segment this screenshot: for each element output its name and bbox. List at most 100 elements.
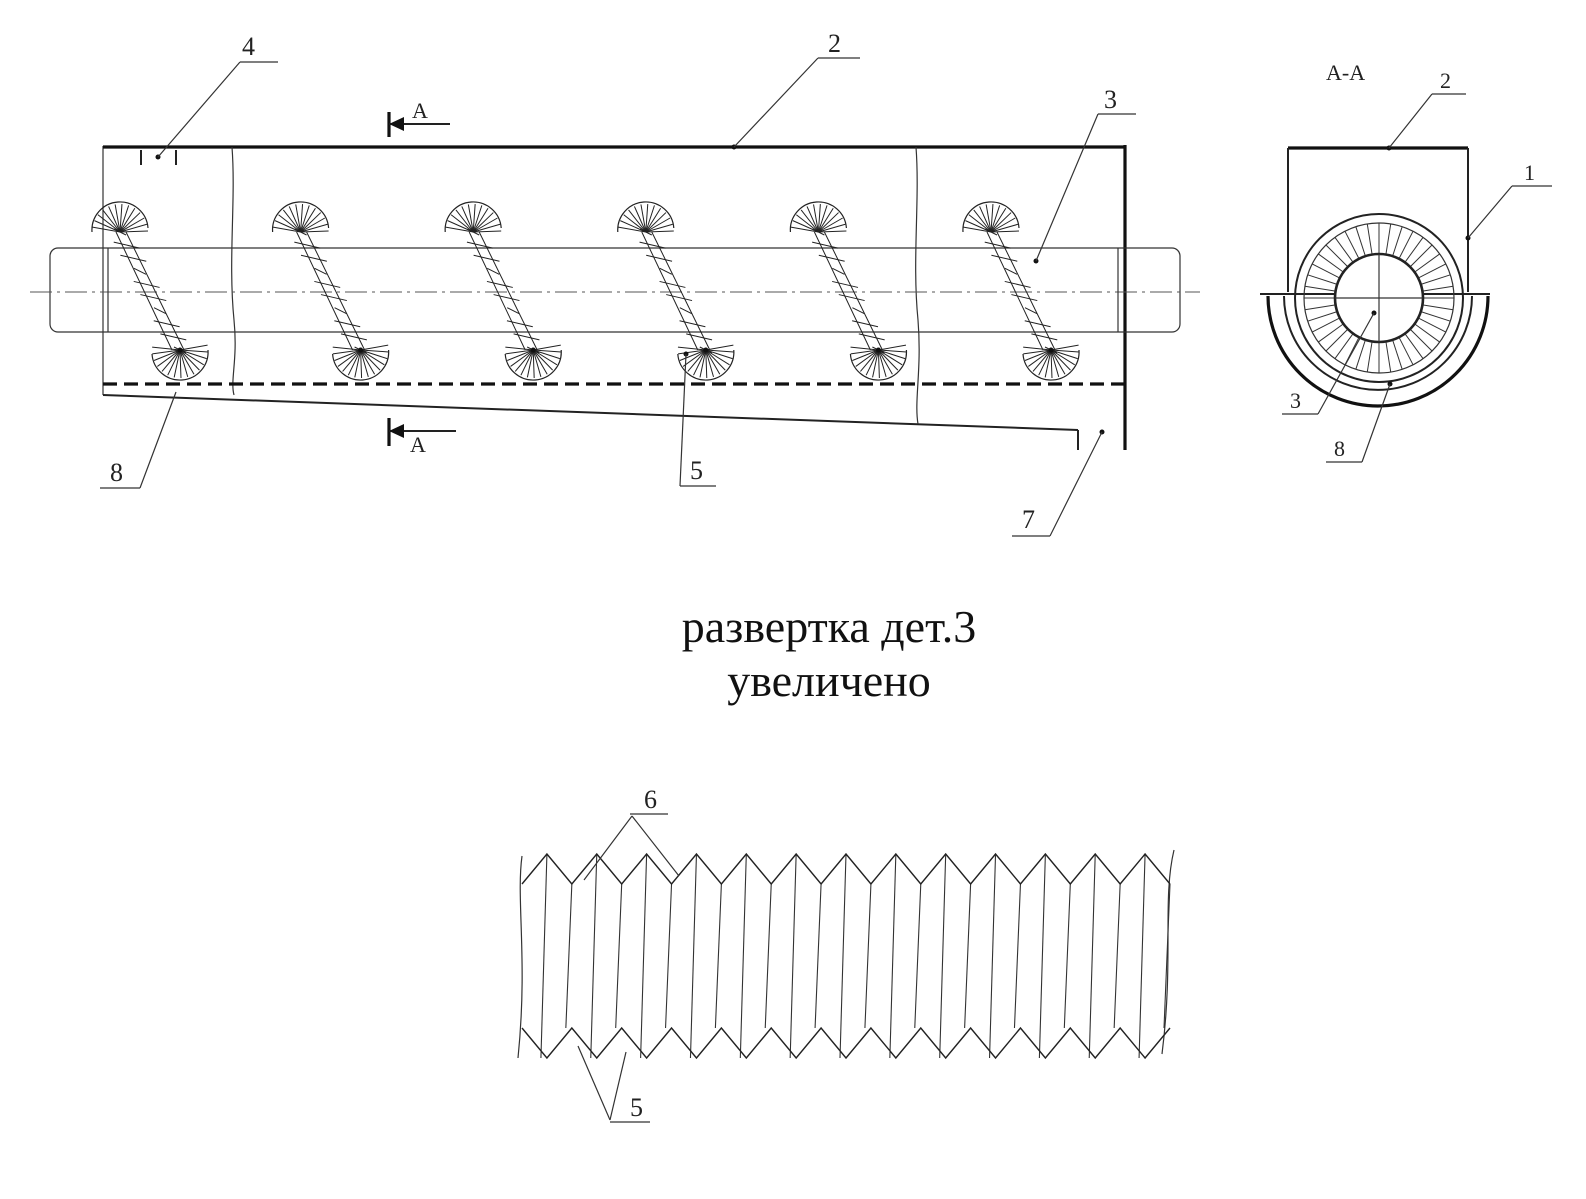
disc-spoke [1311, 317, 1341, 333]
fold-line [864, 883, 872, 1029]
disc-spoke [1414, 323, 1440, 343]
section-label-3: 3 [1290, 388, 1301, 413]
disc-spoke [1414, 253, 1440, 273]
disc-spoke [1420, 311, 1451, 322]
disc-spoke [1311, 263, 1341, 279]
label-2: 2 [828, 29, 841, 58]
leader-7: 7 [1012, 429, 1105, 537]
development-top-zigzag [521, 852, 1171, 886]
screw-disc-outer [1294, 213, 1464, 383]
screw-flight [617, 201, 735, 381]
caption-line-1: развертка дет.3 [682, 601, 977, 652]
fold-line [590, 853, 598, 1059]
disc-spoke [1392, 339, 1403, 370]
fold-line [1113, 883, 1121, 1029]
disc-spoke [1325, 328, 1349, 352]
fold-line [565, 883, 573, 1029]
disc-spoke [1307, 311, 1338, 322]
section-mark-a-top: A [412, 98, 428, 123]
disc-spoke [1404, 237, 1424, 263]
section-title: A-A [1326, 60, 1365, 85]
fold-line [964, 883, 972, 1029]
trough-outer [1266, 295, 1490, 408]
disc-spoke [1318, 323, 1344, 343]
dev-label-5: 5 [630, 1093, 643, 1122]
leader-8-main: 8 [100, 391, 177, 489]
section-leader-1: 1 [1465, 160, 1552, 241]
dev-label-6: 6 [644, 785, 657, 814]
section-marker-top: A [387, 98, 450, 137]
disc-spoke [1398, 336, 1414, 366]
section-leader-8: 8 [1326, 381, 1393, 463]
main-view: A A 2 4 3 8 [30, 29, 1200, 537]
disc-spoke [1366, 341, 1373, 373]
fold-line [939, 853, 947, 1059]
label-8-main: 8 [110, 458, 123, 487]
disc-spoke [1417, 317, 1447, 333]
disc-spoke [1392, 226, 1403, 257]
section-leader-3: 3 [1282, 310, 1377, 415]
disc-spoke [1420, 274, 1451, 285]
disc-spoke [1344, 230, 1360, 260]
leader-3: 3 [1033, 85, 1136, 264]
label-5-main: 5 [690, 456, 703, 485]
break-line-right [915, 146, 920, 425]
housing-sloped-bottom [102, 394, 1079, 431]
fold-line [814, 883, 822, 1029]
disc-spoke [1355, 339, 1366, 370]
disc-spoke [1334, 333, 1354, 359]
fold-line [1088, 853, 1096, 1059]
section-mark-a-bottom: A [410, 432, 426, 457]
screw-flight [91, 201, 209, 381]
fold-line [1138, 853, 1146, 1059]
fold-line [1063, 883, 1071, 1029]
fold-line [664, 883, 673, 1029]
disc-spoke [1417, 263, 1447, 279]
section-a-a: A-A 2 1 3 [1260, 60, 1552, 463]
label-7: 7 [1022, 505, 1035, 534]
development-view: 6 5 [517, 785, 1175, 1123]
disc-spoke [1355, 226, 1366, 257]
screw-flight [789, 201, 908, 381]
development-left-edge [517, 855, 523, 1059]
section-label-1: 1 [1524, 160, 1535, 185]
disc-spoke [1385, 223, 1392, 255]
screw-flight [444, 201, 562, 381]
development-bottom-zigzag [521, 1026, 1171, 1060]
fold-line [1013, 883, 1022, 1029]
disc-spoke [1398, 230, 1414, 260]
screw-flights [91, 201, 1080, 381]
fold-line [615, 883, 623, 1029]
fold-line [889, 853, 897, 1059]
section-label-8: 8 [1334, 436, 1345, 461]
disc-spoke [1366, 223, 1373, 255]
leader-4: 4 [157, 32, 278, 158]
development-zigzag [521, 852, 1171, 1060]
fold-line [540, 853, 548, 1059]
shaft [49, 247, 1181, 333]
disc-spoke [1304, 304, 1336, 311]
break-line-left [231, 146, 236, 396]
fold-line [1038, 853, 1046, 1059]
label-3: 3 [1104, 85, 1117, 114]
disc-spoke [1318, 253, 1344, 273]
disc-spoke [1307, 274, 1338, 285]
section-label-2: 2 [1440, 68, 1451, 93]
section-marker-bottom: A [387, 418, 456, 457]
leader-5-main: 5 [679, 351, 716, 487]
disc-spoke [1409, 244, 1433, 268]
fold-line [640, 853, 648, 1059]
disc-spoke [1334, 237, 1354, 263]
dev-leader-5: 5 [577, 1045, 650, 1123]
fold-line [764, 883, 772, 1029]
fold-line [714, 883, 722, 1029]
caption-line-2: увеличено [727, 655, 931, 706]
disc-spoke [1385, 341, 1392, 373]
screw-flight [962, 201, 1080, 381]
disc-spoke [1422, 285, 1454, 292]
disc-spoke [1404, 333, 1424, 359]
dev-leader-6: 6 [583, 785, 680, 881]
trough-inner [1283, 295, 1473, 391]
fold-line [739, 853, 747, 1059]
